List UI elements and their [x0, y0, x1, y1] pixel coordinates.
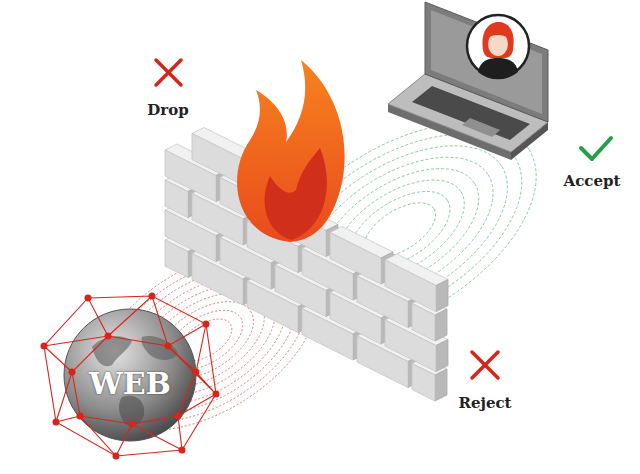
mesh-lines: [44, 296, 216, 456]
continent: [141, 336, 178, 360]
accept-check: [581, 138, 611, 159]
action-label: Accept: [564, 172, 621, 190]
mesh-dots: [41, 293, 220, 460]
reject-cross: [472, 352, 498, 378]
node-label: WEB: [89, 366, 171, 401]
laptop: [388, 2, 548, 160]
action-label: Reject: [458, 394, 511, 412]
action-label: Drop: [147, 101, 188, 119]
brick-wall: [165, 128, 448, 402]
continent: [92, 336, 132, 366]
drop-cross: [156, 60, 181, 85]
flame: [237, 60, 345, 242]
globe-sphere: [64, 309, 196, 441]
